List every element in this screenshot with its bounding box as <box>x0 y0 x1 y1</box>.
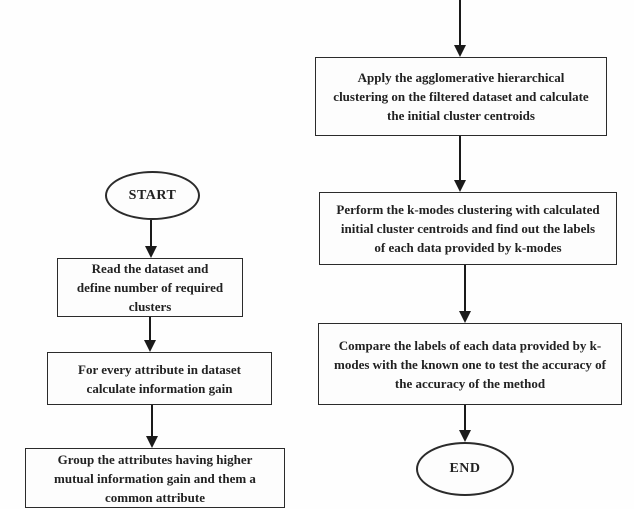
arrow-shaft <box>459 0 461 45</box>
process-box-hierarchical-clustering: Apply the agglomerative hierarchical clu… <box>315 57 607 136</box>
arrow-down-icon <box>144 317 156 352</box>
arrow-head <box>459 430 471 442</box>
arrow-head <box>454 180 466 192</box>
arrow-shaft <box>150 220 152 246</box>
arrow-shaft <box>459 136 461 180</box>
arrow-down-icon <box>145 220 157 258</box>
arrow-shaft <box>149 317 151 340</box>
arrow-head <box>146 436 158 448</box>
process-box-kmodes-clustering: Perform the k-modes clustering with calc… <box>319 192 617 265</box>
arrow-down-icon <box>454 136 466 192</box>
arrow-head <box>454 45 466 57</box>
process-box-compare-labels: Compare the labels of each data provided… <box>318 323 622 405</box>
arrow-head <box>459 311 471 323</box>
arrow-shaft <box>464 405 466 430</box>
arrow-head <box>144 340 156 352</box>
arrow-down-icon <box>459 265 471 323</box>
arrow-down-icon <box>146 405 158 448</box>
process-box-read-dataset: Read the dataset and define number of re… <box>57 258 243 317</box>
arrow-head <box>145 246 157 258</box>
arrow-shaft <box>464 265 466 311</box>
arrow-shaft <box>151 405 153 436</box>
arrow-down-icon <box>459 405 471 442</box>
process-box-information-gain: For every attribute in dataset calculate… <box>47 352 272 405</box>
arrow-down-icon <box>454 0 466 57</box>
process-box-group-attributes: Group the attributes having higher mutua… <box>25 448 285 508</box>
end-terminator-node: END <box>416 442 514 496</box>
start-terminator-node: START <box>105 171 200 220</box>
